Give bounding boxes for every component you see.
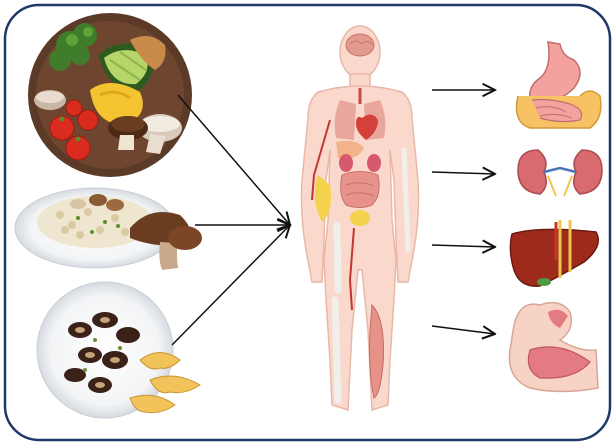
plate-with-mushrooms-avocado-tomato-icon bbox=[28, 13, 192, 177]
body-kidney-left-icon bbox=[339, 154, 353, 172]
lungs-icon bbox=[335, 100, 356, 140]
body-kidney-right-icon bbox=[367, 154, 381, 172]
body-intestine-icon bbox=[341, 172, 379, 208]
brain-icon bbox=[346, 34, 374, 56]
